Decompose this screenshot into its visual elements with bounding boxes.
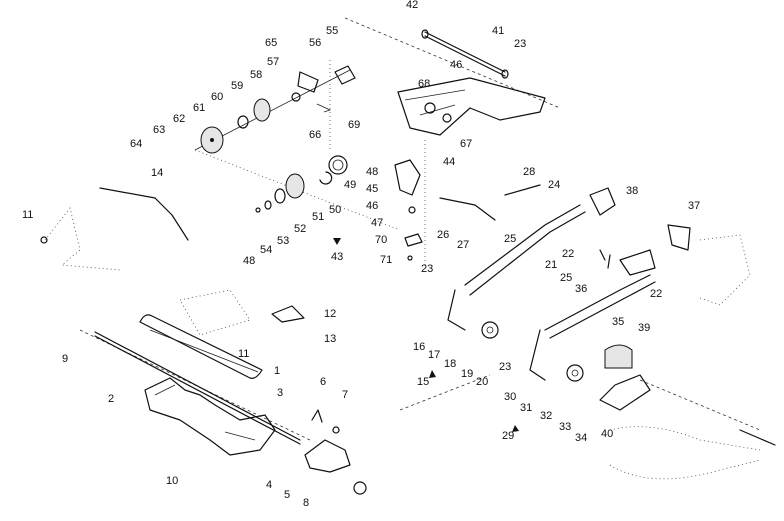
callout-65: 65 <box>265 37 278 49</box>
callout-70: 70 <box>375 234 388 246</box>
callout-46: 46 <box>450 59 463 71</box>
part-44-frame <box>397 77 546 136</box>
callout-1: 1 <box>274 365 281 377</box>
callout-69: 69 <box>348 119 361 131</box>
parts-4-5-8 <box>304 409 367 495</box>
callout-47: 47 <box>371 217 384 229</box>
callout-48: 48 <box>366 166 379 178</box>
part-11-bracket-upper <box>40 207 121 271</box>
callout-32: 32 <box>540 410 553 422</box>
callout-71: 71 <box>380 254 393 266</box>
callout-23b: 23 <box>421 263 434 275</box>
callout-57: 57 <box>267 56 280 68</box>
callout-38: 38 <box>626 185 639 197</box>
callout-48b: 48 <box>243 255 256 267</box>
callout-39: 39 <box>638 322 651 334</box>
shaft-stack-upper <box>194 65 356 154</box>
callout-23c: 23 <box>499 361 512 373</box>
callout-33: 33 <box>559 421 572 433</box>
callout-40: 40 <box>601 428 614 440</box>
part-1-platen <box>139 314 263 379</box>
callout-22: 22 <box>562 248 575 260</box>
callout-8: 8 <box>303 497 310 509</box>
callout-35: 35 <box>612 316 625 328</box>
callout-52: 52 <box>294 223 307 235</box>
callout-2: 2 <box>108 393 115 405</box>
gear-stack-middle <box>255 155 348 213</box>
callout-66: 66 <box>309 129 322 141</box>
callout-43: 43 <box>331 251 344 263</box>
callout-7: 7 <box>342 389 349 401</box>
part-39-block <box>599 344 651 411</box>
callout-37: 37 <box>688 200 701 212</box>
callout-14: 14 <box>151 167 164 179</box>
callout-42: 42 <box>406 0 419 11</box>
callout-67: 67 <box>460 138 473 150</box>
part-14-wire <box>99 187 189 241</box>
callout-29: 29 <box>502 430 515 442</box>
callout-19: 19 <box>461 368 474 380</box>
callout-64: 64 <box>130 138 143 150</box>
part-12-cover <box>179 289 251 336</box>
callout-59: 59 <box>231 80 244 92</box>
callout-61: 61 <box>193 102 206 114</box>
callout-58: 58 <box>250 69 263 81</box>
callout-26: 26 <box>437 229 450 241</box>
part-40-rod <box>609 426 776 480</box>
callout-22b: 22 <box>650 288 663 300</box>
callout-50: 50 <box>329 204 342 216</box>
callout-15: 15 <box>417 376 430 388</box>
callout-51: 51 <box>312 211 325 223</box>
callout-68: 68 <box>418 78 431 90</box>
callout-30: 30 <box>504 391 517 403</box>
callout-46b: 46 <box>366 200 379 212</box>
callout-45: 45 <box>366 183 379 195</box>
callout-25: 25 <box>504 233 517 245</box>
callout-3: 3 <box>277 387 284 399</box>
direction-arrows <box>333 238 519 432</box>
callout-55: 55 <box>326 25 339 37</box>
callout-25b: 25 <box>560 272 573 284</box>
callout-41: 41 <box>492 25 505 37</box>
callout-63: 63 <box>153 124 166 136</box>
callout-4: 4 <box>266 479 273 491</box>
part-3-shaft <box>94 331 301 445</box>
callout-28: 28 <box>523 166 536 178</box>
callout-44: 44 <box>443 156 456 168</box>
callout-34: 34 <box>575 432 588 444</box>
callout-21: 21 <box>545 259 558 271</box>
callout-56: 56 <box>309 37 322 49</box>
callout-6: 6 <box>320 376 327 388</box>
callout-16: 16 <box>413 341 426 353</box>
callout-12: 12 <box>324 308 337 320</box>
callout-11-left: 11 <box>22 209 34 221</box>
callout-60: 60 <box>211 91 224 103</box>
linkage-assembly-right <box>394 159 656 382</box>
callout-36: 36 <box>575 283 588 295</box>
callout-13: 13 <box>324 333 337 345</box>
callout-17: 17 <box>428 349 441 361</box>
callout-11: 11 <box>238 348 250 360</box>
callout-20: 20 <box>476 376 489 388</box>
callout-54: 54 <box>260 244 273 256</box>
callout-27: 27 <box>457 239 470 251</box>
callout-49: 49 <box>344 179 357 191</box>
callout-31: 31 <box>520 402 533 414</box>
callout-23: 23 <box>514 38 527 50</box>
part-41-rod <box>421 29 509 79</box>
callout-5: 5 <box>284 489 291 501</box>
part-11-blade <box>271 305 305 323</box>
callout-24: 24 <box>548 179 561 191</box>
callout-62: 62 <box>173 113 186 125</box>
callout-9: 9 <box>62 353 69 365</box>
part-2-frame <box>144 377 276 456</box>
callout-18: 18 <box>444 358 457 370</box>
callout-10: 10 <box>166 475 179 487</box>
callout-53: 53 <box>277 235 290 247</box>
part-37-bracket <box>667 224 751 306</box>
